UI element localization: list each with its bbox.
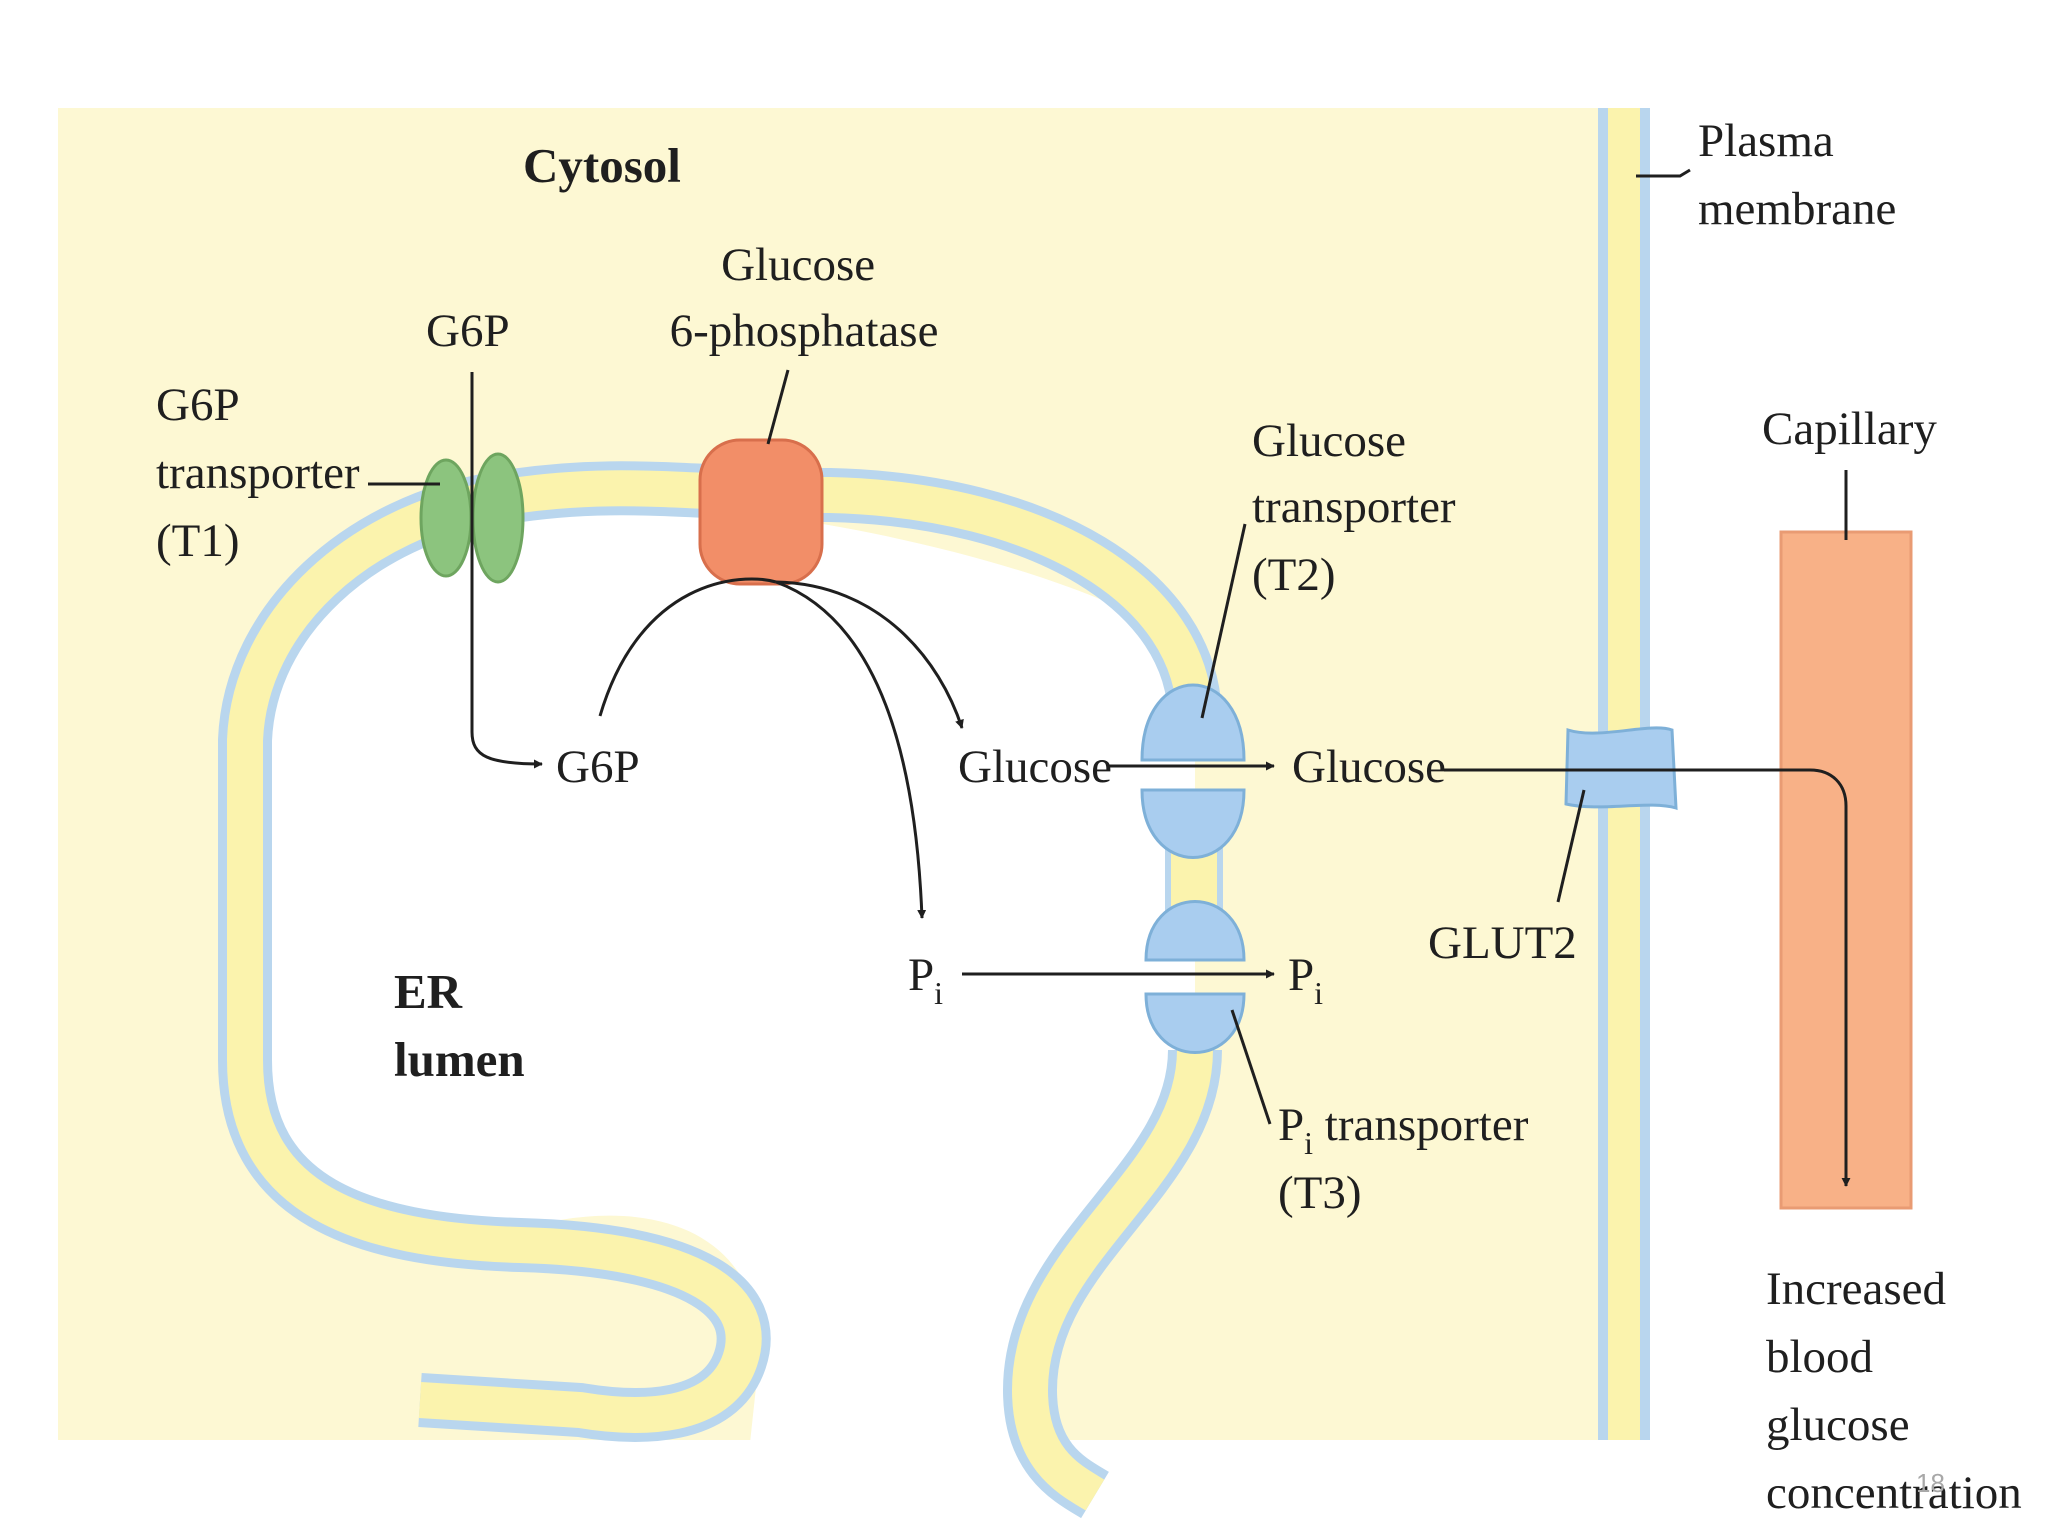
glucose-transporter-label: Glucose transporter (T2) bbox=[1252, 415, 1467, 601]
t2-pointer-line bbox=[1200, 523, 1247, 719]
t3-label-base: P bbox=[1278, 1099, 1304, 1151]
plasma-membrane-line-2: membrane bbox=[1698, 183, 1896, 235]
glut2-transporter bbox=[1564, 726, 1678, 811]
outcome-line-4: concentration bbox=[1766, 1467, 2022, 1519]
g6p-label-lumen: G6P bbox=[556, 741, 640, 793]
t3-label-line-2: (T3) bbox=[1278, 1167, 1362, 1219]
t3-transporter-bottom bbox=[1144, 992, 1246, 1054]
outcome-line-1: Increased bbox=[1766, 1263, 1946, 1315]
glucose-label-cytosol: Glucose bbox=[1292, 741, 1446, 793]
plasma-membrane-pointer-line bbox=[1636, 168, 1691, 178]
glut2-label: GLUT2 bbox=[1428, 917, 1577, 969]
er-lumen-label: ER lumen bbox=[394, 964, 525, 1087]
enzyme-pointer-line bbox=[766, 369, 790, 445]
plasma-membrane-line-1: Plasma bbox=[1698, 115, 1834, 167]
pi-lumen-subscript: i bbox=[934, 975, 943, 1011]
er-membrane-core bbox=[227, 470, 1213, 1511]
er-lumen-line-2: lumen bbox=[394, 1032, 525, 1087]
t2-label-line-1: Glucose bbox=[1252, 415, 1406, 467]
pi-lumen-base: P bbox=[908, 949, 934, 1001]
t2-label-line-3: (T2) bbox=[1252, 549, 1336, 601]
glucose-6-phosphatase-label: Glucose 6-phosphatase bbox=[670, 239, 939, 357]
capillary-label: Capillary bbox=[1762, 403, 1937, 455]
t1-transporter-left bbox=[419, 458, 473, 578]
t3-transporter-top bbox=[1144, 900, 1246, 962]
glut2-pointer-line bbox=[1556, 789, 1586, 903]
t2-transporter-top bbox=[1140, 683, 1246, 762]
pi-cytosol-subscript: i bbox=[1314, 975, 1323, 1011]
cytosol-label: Cytosol bbox=[523, 138, 681, 193]
t3-label-rest: transporter bbox=[1313, 1099, 1529, 1151]
t1-label-line-1: G6P bbox=[156, 379, 238, 431]
pi-label-lumen: Pi bbox=[908, 949, 943, 1011]
t3-label-subscript: i bbox=[1304, 1125, 1313, 1161]
enzyme-label-line-2: 6-phosphatase bbox=[670, 305, 939, 357]
g6p-label-cytosol: G6P bbox=[426, 305, 510, 357]
pi-transporter-label: Pi transporter bbox=[1278, 1099, 1529, 1161]
g6p-transporter-label: G6P transporter (T1) bbox=[156, 379, 371, 567]
pi-cytosol-base: P bbox=[1288, 949, 1314, 1001]
g6p-transport-arrow bbox=[470, 372, 543, 769]
outcome-label: Increased blood glucose concentration bbox=[1766, 1263, 2022, 1519]
g6p-to-enzyme-arc bbox=[598, 577, 777, 717]
pi-label-cytosol: Pi bbox=[1288, 949, 1323, 1011]
t1-label-line-2: transporter bbox=[156, 447, 360, 499]
page-number: 18 bbox=[1916, 1468, 1945, 1498]
outcome-line-2: blood bbox=[1766, 1331, 1873, 1383]
er-lumen-area bbox=[245, 505, 1195, 1536]
glucose-6-phosphatase-enzyme bbox=[698, 438, 824, 586]
t1-transporter-right bbox=[471, 452, 525, 584]
t3-pointer-line bbox=[1230, 1009, 1272, 1125]
enzyme-to-glucose-arrow bbox=[775, 580, 964, 729]
er-lumen-line-1: ER bbox=[394, 964, 463, 1019]
enzyme-label-line-1: Glucose bbox=[721, 239, 875, 291]
glucose-to-blood-arrow bbox=[1444, 768, 1851, 1187]
plasma-membrane-label: Plasma membrane bbox=[1698, 115, 1896, 235]
outcome-line-3: glucose bbox=[1766, 1399, 1910, 1451]
enzyme-to-pi-arrow bbox=[775, 580, 927, 919]
t2-label-line-2: transporter bbox=[1252, 481, 1456, 533]
t1-label-line-3: (T1) bbox=[156, 515, 240, 567]
glucose-label-lumen: Glucose bbox=[958, 741, 1112, 793]
t2-transporter-bottom bbox=[1140, 788, 1246, 859]
